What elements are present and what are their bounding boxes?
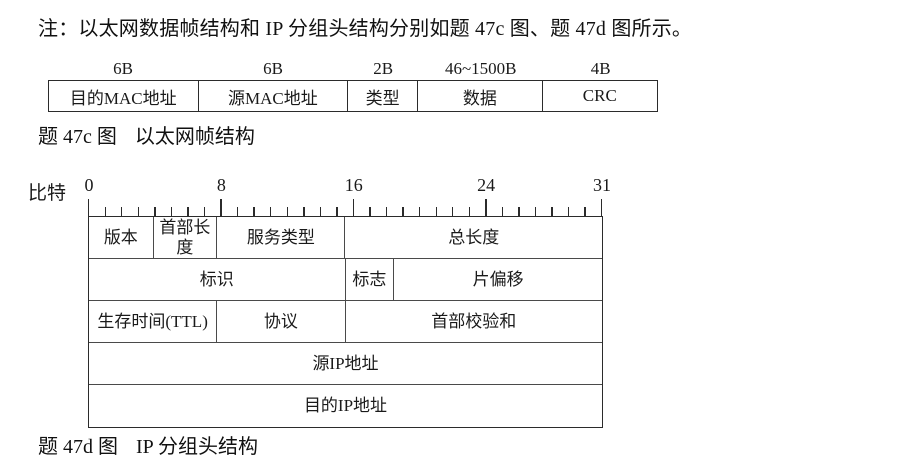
bit-tick — [385, 207, 388, 218]
figure-caption-47c: 题 47c 图以太网帧结构 — [38, 120, 255, 149]
ip-header-field: 首部校验和 — [431, 311, 517, 331]
ethernet-field-cell: CRC — [582, 86, 617, 105]
ip-header-field: 目的IP地址 — [303, 396, 388, 416]
bit-tick — [220, 199, 222, 218]
bit-tick — [203, 207, 206, 218]
ip-header-field: 片偏移 — [472, 269, 524, 289]
ip-header-field: 标志 — [346, 259, 395, 300]
bit-tick — [518, 207, 520, 218]
bit-tick-label: 31 — [593, 175, 611, 195]
bit-axis-label: 比特 — [28, 183, 67, 204]
bit-tick — [303, 207, 305, 218]
bit-tick — [286, 207, 288, 218]
ethernet-field-cell: 目的MAC地址 — [49, 81, 199, 111]
ethernet-size-label: 6B — [113, 59, 133, 78]
ip-header-row: 版本首部长度服务类型 总长度 — [89, 217, 602, 259]
caption-47d-label: 题 47d 图 — [38, 436, 118, 458]
bit-tick — [567, 207, 570, 218]
bit-tick — [551, 207, 553, 218]
bit-tick — [352, 199, 355, 218]
bit-tick — [270, 207, 272, 218]
figure-caption-47d: 题 47d 图 IP 分组头结构 — [38, 430, 258, 459]
ethernet-field-cell: 类型 — [348, 81, 419, 111]
bit-tick — [485, 199, 487, 218]
ethernet-size-header-row: 6B 6B 2B 46~1500B 4B — [48, 58, 658, 80]
ip-header-table: 版本首部长度服务类型 总长度标识标志 片偏移生存时间(TTL)协议 首部校验和源IP地… — [88, 216, 603, 428]
ethernet-size-label: 2B — [373, 59, 394, 78]
ethernet-field-cell: 源MAC地址 — [199, 81, 349, 111]
bit-tick — [253, 207, 255, 218]
bit-ruler: 0 8 16 24 31 — [84, 175, 612, 218]
ip-header-field: 协议 — [217, 301, 346, 342]
bit-tick — [319, 207, 322, 218]
bit-tick — [154, 207, 156, 218]
bit-tick — [435, 207, 437, 218]
note-line: 注：以太网数据帧结构和 IP 分组头结构分别如题 47c 图、题 47d 图所示… — [38, 18, 693, 40]
bit-tick-label: 24 — [477, 175, 496, 195]
ip-header-row: 源IP地址 — [89, 343, 602, 385]
bit-ruler-ticks — [88, 198, 603, 218]
ip-header-field: 标识 — [89, 259, 346, 300]
ip-header-field: 源IP地址 — [312, 353, 379, 373]
ip-header-field: 版本 — [89, 217, 154, 258]
ethernet-size-label: 4B — [590, 59, 611, 78]
ip-header-row: 生存时间(TTL)协议 首部校验和 — [89, 301, 602, 343]
bit-tick — [418, 207, 421, 218]
caption-47c-label: 题 47c 图 — [38, 126, 117, 148]
ip-header-field: 服务类型 — [217, 217, 346, 258]
bit-tick — [534, 207, 537, 218]
ip-header-field: 生存时间(TTL) — [89, 301, 218, 342]
caption-47c-title: 以太网帧结构 — [134, 126, 255, 148]
ethernet-field-row: 目的MAC地址源MAC地址类型数据 CRC — [48, 80, 658, 112]
ethernet-field-cell: 数据 — [418, 81, 543, 111]
bit-tick — [137, 207, 140, 218]
bit-tick-label: 16 — [344, 175, 363, 195]
ethernet-size-label: 46~1500B — [444, 59, 517, 78]
ethernet-size-label: 6B — [263, 59, 283, 78]
bit-tick — [584, 207, 586, 218]
ip-header-field: 总长度 — [448, 227, 500, 247]
bit-tick — [369, 207, 371, 218]
bit-tick — [236, 207, 239, 218]
ip-header-figure: 比特 0 8 16 24 31 版本首部长度服务类型 总长度标识标志 片偏移生存时间(TTL… — [0, 175, 904, 435]
bit-tick — [402, 207, 404, 218]
bit-tick — [452, 207, 454, 218]
bit-tick — [468, 207, 470, 218]
bit-tick — [501, 207, 504, 218]
bit-ruler-numbers: 0 8 16 24 31 — [84, 175, 612, 197]
bit-tick-label: 8 — [216, 175, 226, 195]
bit-tick — [187, 207, 189, 218]
ethernet-frame-figure: 6B 6B 2B 46~1500B 4B 目的MAC地址源MAC地址类型数据 CRC — [48, 58, 658, 112]
ip-header-row: 标识标志 片偏移 — [89, 259, 602, 301]
bit-tick — [601, 199, 603, 218]
bit-tick — [170, 207, 173, 218]
ip-header-field: 首部长度 — [154, 217, 218, 258]
bit-tick — [336, 207, 338, 218]
bit-tick-label: 0 — [84, 175, 94, 195]
bit-tick — [121, 207, 123, 218]
bit-tick — [104, 207, 106, 218]
bit-tick — [88, 199, 90, 218]
ip-header-row: 目的IP地址 — [89, 385, 602, 427]
caption-47d-title: IP 分组头结构 — [136, 436, 259, 458]
